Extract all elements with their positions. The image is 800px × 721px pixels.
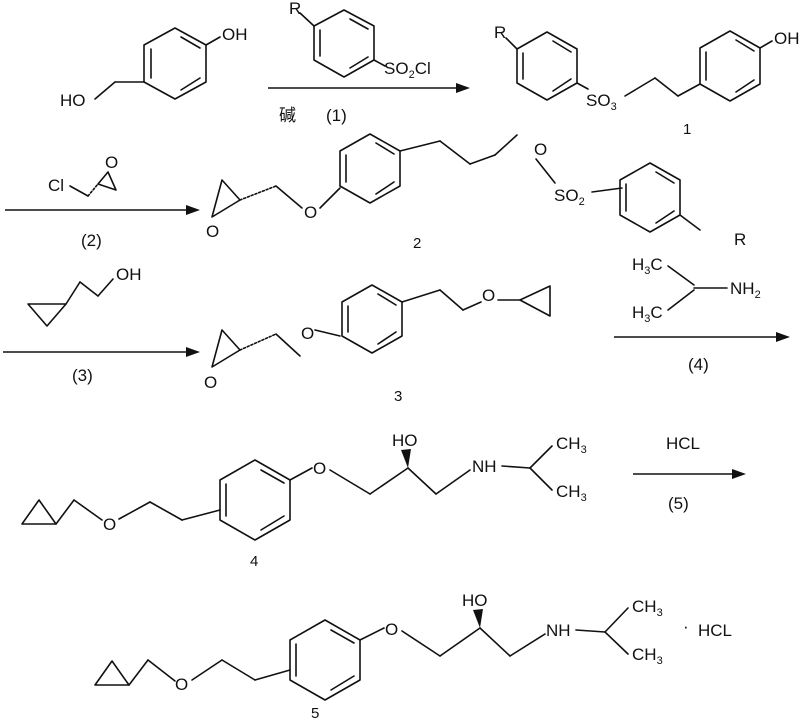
methyl-label: CH3	[556, 482, 587, 504]
epoxide-oxygen-label: O	[105, 153, 118, 172]
hydroxyl-label: HO	[60, 91, 86, 110]
reagent-cyclopropylmethanol: OH	[27, 265, 142, 327]
step-1-label: (1)	[326, 106, 347, 125]
step-4-label: (4)	[688, 355, 709, 374]
reaction-arrow-5: HCL (5)	[633, 434, 746, 513]
hydroxyl-label: OH	[116, 265, 142, 284]
compound-2-structure: O O O SO2 R 2	[206, 133, 746, 252]
r-group-label: R	[494, 23, 506, 42]
compound-4-number: 4	[250, 553, 258, 570]
sulfonyl-chloride-label: SO2Cl	[384, 59, 431, 81]
epoxide-oxygen-label: O	[204, 373, 217, 392]
reagent-isopropylamine: H3C H3C NH2	[632, 255, 761, 325]
amine-label: NH	[546, 621, 571, 640]
methyl-label: H3C	[632, 255, 663, 277]
epoxide-oxygen-label: O	[206, 222, 219, 241]
r-group-label: R	[734, 230, 746, 249]
hydroxyl-label: OH	[774, 29, 800, 48]
reaction-arrow-1: 碱 (1)	[268, 83, 470, 125]
ester-oxygen-label: O	[534, 140, 547, 159]
methyl-label: H3C	[632, 303, 663, 325]
step-5-label: (5)	[668, 494, 689, 513]
amine-label: NH2	[730, 279, 761, 301]
hydroxyl-label: HO	[462, 591, 488, 610]
sulfonyl-label: SO2	[554, 186, 585, 208]
r-group-label: R	[289, 0, 301, 18]
ether-oxygen-label: O	[385, 620, 398, 639]
compound-5-number: 5	[311, 705, 319, 721]
hydroxyl-label: HO	[392, 431, 418, 450]
salt-dot: ·	[683, 617, 689, 636]
ether-oxygen-label: O	[301, 324, 314, 343]
step-2-label: (2)	[81, 231, 102, 250]
ether-oxygen-label: O	[482, 286, 495, 305]
reagent-sulfonyl-chloride: R SO2Cl	[289, 0, 431, 81]
step-3-label: (3)	[72, 366, 93, 385]
methyl-label: CH3	[632, 645, 663, 667]
hydroxyl-label: OH	[222, 25, 248, 44]
methyl-label: CH3	[556, 434, 587, 456]
ether-oxygen-label: O	[313, 459, 326, 478]
chlorine-label: Cl	[48, 176, 64, 195]
reaction-arrow-3: (3)	[3, 347, 200, 385]
reaction-arrow-2: (2)	[5, 205, 200, 250]
sulfonate-label: SO3	[586, 91, 617, 113]
compound-3-structure: O O O 3	[204, 284, 551, 405]
methyl-label: CH3	[632, 597, 663, 619]
compound-1-structure: R SO3 OH 1	[494, 23, 800, 138]
hcl-salt-label: HCL	[698, 621, 732, 640]
compound-3-number: 3	[394, 388, 402, 405]
amine-label: NH	[472, 457, 497, 476]
reagent-epichlorohydrin: Cl O	[48, 153, 118, 197]
ether-oxygen-label: O	[175, 675, 188, 694]
base-reagent-label: 碱	[279, 106, 296, 125]
compound-4-structure: O O HO NH CH3 CH3 4	[21, 431, 587, 570]
hcl-reagent-label: HCL	[666, 434, 700, 453]
compound-2-number: 2	[413, 235, 421, 252]
compound-1-number: 1	[683, 121, 691, 138]
starting-material-tyrosol: OH HO	[60, 25, 248, 110]
reaction-arrow-4: (4)	[614, 332, 790, 374]
ether-oxygen-label: O	[103, 515, 116, 534]
ether-oxygen-label: O	[304, 203, 317, 222]
compound-5-structure: O O HO NH CH3 CH3 · HCL 5	[94, 591, 732, 721]
